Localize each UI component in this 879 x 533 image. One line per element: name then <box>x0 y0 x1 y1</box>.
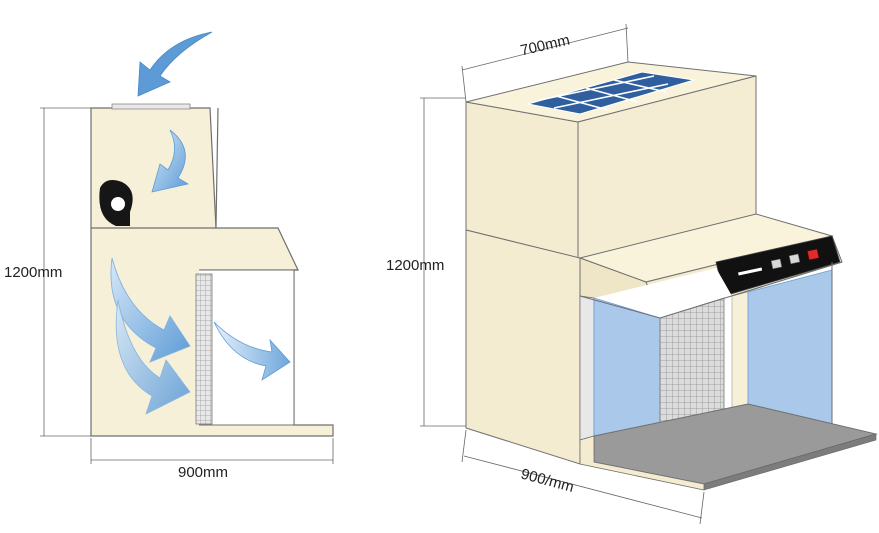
depth-dimension <box>461 23 629 103</box>
side-height-dimension <box>40 107 91 437</box>
fan-icon <box>99 180 133 226</box>
downflow-arrow-icon <box>110 257 191 363</box>
downflow-arrow-icon-2 <box>115 299 191 415</box>
outflow-arrow-icon <box>213 321 291 381</box>
body-front-bottom <box>579 435 705 491</box>
display-slot <box>738 267 763 276</box>
perspective-height-dimension <box>420 97 466 427</box>
side-width-dimension <box>90 438 334 464</box>
perspective-view: 700mm 1200mm 900/mm <box>386 23 878 525</box>
inner-airflow-arrow-icon <box>151 129 190 193</box>
top-filter-panel <box>527 71 695 115</box>
lower-left-face <box>465 229 581 465</box>
switch-button[interactable] <box>788 253 801 265</box>
light-strip <box>731 291 749 409</box>
perspective-height-label: 1200mm <box>386 257 444 274</box>
chamber-frame <box>579 261 843 426</box>
side-view: 1200mm 900mm <box>4 31 334 481</box>
depth-label: 700mm <box>519 32 572 60</box>
right-blue-panel <box>747 269 833 427</box>
gauge-button[interactable] <box>770 258 783 270</box>
side-height-label: 1200mm <box>4 264 62 281</box>
top-intake-slot <box>111 103 191 110</box>
perspective-width-dimension <box>461 429 705 525</box>
side-width-label: 900mm <box>178 464 228 481</box>
left-glass-panel <box>579 295 595 441</box>
side-filter-mesh <box>195 273 213 425</box>
intake-arrow-icon <box>137 31 213 97</box>
perspective-width-label: 900/mm <box>519 466 576 496</box>
power-button[interactable] <box>806 248 820 261</box>
